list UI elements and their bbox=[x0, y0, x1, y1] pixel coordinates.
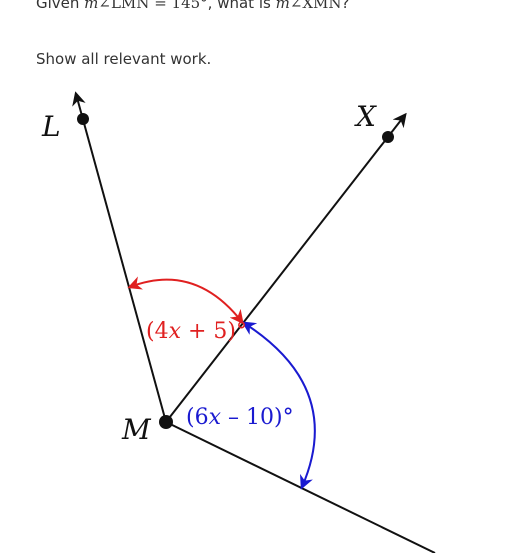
point-x-dot bbox=[382, 131, 394, 143]
instruction-text: Show all relevant work. bbox=[36, 50, 212, 68]
point-m-label: M bbox=[121, 413, 152, 446]
question-mid: , what is bbox=[207, 0, 276, 12]
given-angle-name: ∠LMN bbox=[98, 0, 150, 12]
point-l-dot bbox=[77, 113, 89, 125]
measure-symbol-2: m bbox=[275, 0, 290, 12]
ray-mn bbox=[165, 421, 436, 553]
point-x-label: X bbox=[354, 100, 377, 133]
arc-angle-xmn bbox=[241, 321, 316, 490]
target-angle-name: ∠XMN bbox=[289, 0, 342, 12]
ray-mx bbox=[165, 112, 407, 423]
question-prefix: Given bbox=[36, 0, 85, 12]
point-l-label: L bbox=[41, 110, 61, 143]
angle-xmn-label: (6x – 10)° bbox=[186, 405, 294, 430]
measure-symbol-1: m bbox=[84, 0, 99, 12]
point-m-dot bbox=[159, 415, 173, 429]
question-suffix: ? bbox=[341, 0, 350, 12]
arc-angle-lmx bbox=[127, 276, 244, 325]
question-text: Given m∠LMN = 145°, what is m∠XMN? bbox=[36, 0, 350, 12]
angle-lmx-label: (4x + 5)° bbox=[146, 319, 247, 344]
ray-ml bbox=[72, 91, 167, 423]
given-angle-value: 145° bbox=[171, 0, 208, 12]
equals-sign: = bbox=[149, 0, 172, 12]
